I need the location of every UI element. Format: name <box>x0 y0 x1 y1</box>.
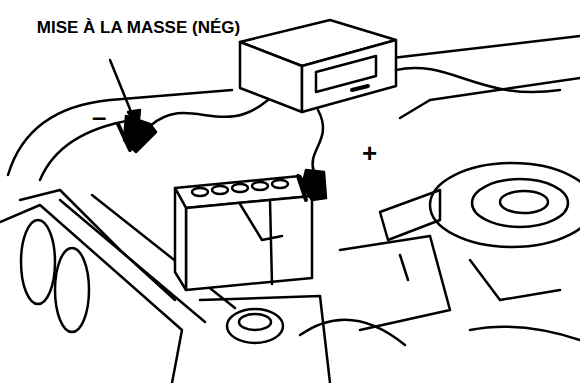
arrow-head <box>128 110 140 128</box>
battery-holddown <box>240 200 282 284</box>
battery-side <box>175 188 186 290</box>
fender-line <box>8 90 232 175</box>
radiator-support <box>200 296 330 383</box>
callout-label: MISE À LA MASSE (NÉG) <box>36 18 241 38</box>
engine-part <box>380 190 440 240</box>
battery-cap <box>232 184 248 192</box>
negative-cable <box>150 100 268 126</box>
polarity-sign: + <box>362 140 386 166</box>
air-cleaner <box>500 191 548 213</box>
battery-front <box>186 196 312 290</box>
headlight <box>55 248 89 332</box>
positive-clamp <box>298 176 306 200</box>
negative-clamp <box>118 124 130 150</box>
battery-cap <box>252 182 268 190</box>
hose <box>300 320 405 345</box>
charger-switch <box>352 86 368 90</box>
engine-part <box>340 236 450 330</box>
fender-inner <box>40 120 132 180</box>
front-panel <box>0 205 182 383</box>
air-cleaner <box>430 163 580 247</box>
engine-part <box>400 255 560 300</box>
hose <box>470 327 580 340</box>
battery-cap <box>272 180 288 188</box>
radiator-cap <box>239 314 271 330</box>
headlight <box>21 220 55 304</box>
hood-edge <box>400 100 430 118</box>
charger-front <box>302 40 396 112</box>
battery-cap <box>212 186 228 194</box>
battery-cap <box>192 188 208 196</box>
hood-edge <box>392 36 580 58</box>
air-cleaner <box>472 179 568 227</box>
radiator-cap <box>227 309 283 343</box>
charger-display <box>316 56 376 92</box>
polarity-sign: – <box>92 104 116 130</box>
positive-cable <box>313 110 324 172</box>
power-cord <box>396 68 560 92</box>
charger-side <box>240 42 302 112</box>
